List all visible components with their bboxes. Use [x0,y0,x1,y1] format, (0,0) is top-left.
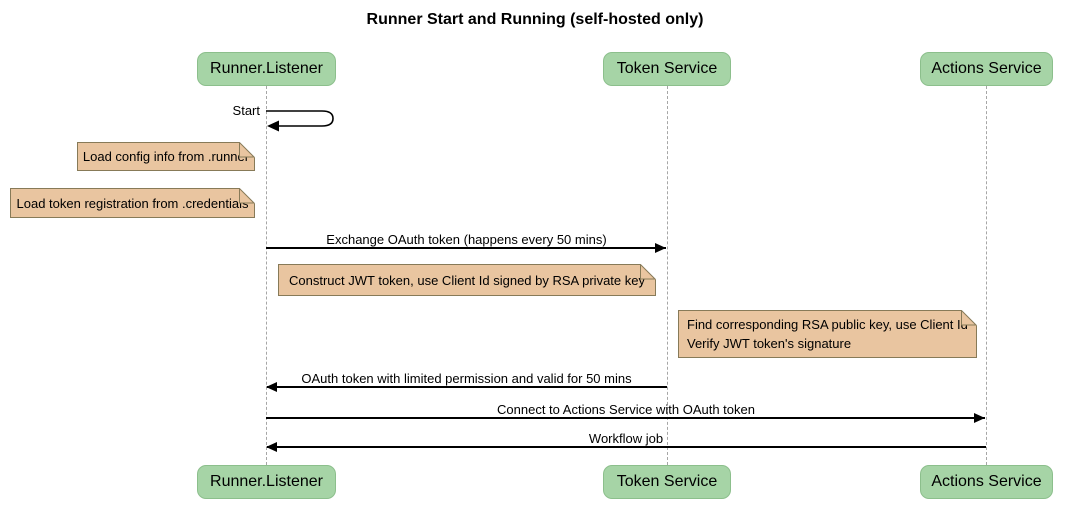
note-text: Construct JWT token, use Client Id signe… [289,272,645,288]
message-line-oauth-token-back [267,386,667,388]
message-line-exchange-oauth [266,247,666,249]
note-text-line-2: Verify JWT token's signature [687,336,852,351]
arrowhead-right [974,413,985,423]
participant-top-actions-service: Actions Service [920,52,1053,86]
note-fold-icon [640,264,656,280]
arrowhead-right [655,243,666,253]
message-label-exchange-oauth: Exchange OAuth token (happens every 50 m… [326,232,607,247]
message-line-connect-actions [266,417,985,419]
participant-top-runner-listener: Runner.Listener [197,52,336,86]
note-text-line-1: Find corresponding RSA public key, use C… [687,317,968,332]
lifeline-token-service [666,86,668,465]
note-load-config: Load config info from .runner [77,142,255,171]
note-fold-icon [239,188,255,204]
lifeline-actions-service [985,86,987,465]
note-text: Load token registration from .credential… [16,195,249,211]
message-label-oauth-token-back: OAuth token with limited permission and … [301,371,632,386]
participant-top-token-service: Token Service [603,52,731,86]
note-construct-jwt: Construct JWT token, use Client Id signe… [278,264,656,296]
message-label-start: Start [232,103,260,118]
message-label-connect-actions: Connect to Actions Service with OAuth to… [497,402,755,417]
participant-bottom-token-service: Token Service [603,465,731,499]
participant-bottom-runner-listener: Runner.Listener [197,465,336,499]
arrowhead-left [266,442,277,452]
lifeline-runner-listener [265,86,267,465]
note-verify-jwt: Find corresponding RSA public key, use C… [678,310,977,358]
note-text: Load config info from .runner [82,149,250,164]
note-fold-icon [239,142,255,158]
note-load-token-registration: Load token registration from .credential… [10,188,255,218]
note-fold-icon [961,310,977,326]
participant-bottom-actions-service: Actions Service [920,465,1053,499]
diagram-title: Runner Start and Running (self-hosted on… [366,11,704,28]
arrowhead-left [266,382,277,392]
message-label-workflow-job: Workflow job [588,431,664,446]
self-message-arrow [266,110,334,132]
message-line-workflow-job [267,446,986,448]
